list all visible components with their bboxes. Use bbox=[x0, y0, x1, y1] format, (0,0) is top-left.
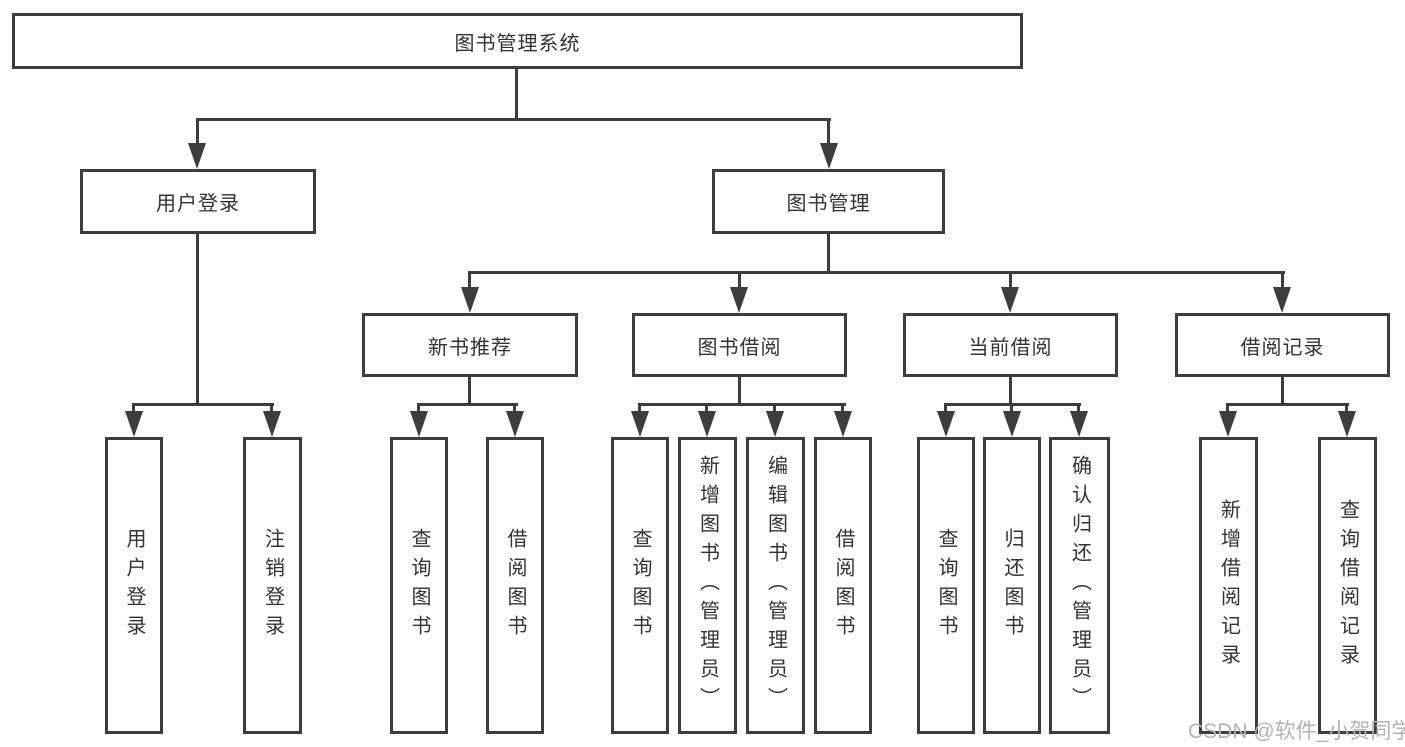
connector-stub-query-books-recommend bbox=[417, 403, 420, 415]
arrowhead-down-borrow-books-borrow bbox=[834, 411, 852, 437]
node-new-book-recommend: 新书推荐 bbox=[362, 313, 578, 377]
connector-stub-query-borrow-record bbox=[1345, 403, 1348, 415]
arrowhead-down-query-borrow-record bbox=[1338, 411, 1356, 437]
connector-book-management-trunk bbox=[827, 234, 830, 274]
leaf-add-books-admin: 新增图书（管理员） bbox=[678, 437, 737, 734]
leaf-confirm-return-admin: 确认归还（管理员） bbox=[1049, 437, 1110, 734]
node-borrow-records: 借阅记录 bbox=[1175, 313, 1390, 377]
node-library-system: 图书管理系统 bbox=[12, 13, 1023, 69]
connector-stub-current-borrow bbox=[1009, 271, 1012, 291]
leaf-edit-books-admin: 编辑图书（管理员） bbox=[746, 437, 805, 734]
connector-stub-leaf-user-login bbox=[132, 403, 135, 415]
leaf-return-books-label: 归还图书 bbox=[1001, 527, 1023, 644]
csdn-watermark: CSDN @软件_小贺同学 bbox=[1188, 720, 1405, 743]
leaf-add-borrow-record: 新增借阅记录 bbox=[1199, 437, 1258, 734]
leaf-user-login-label: 用户登录 bbox=[123, 527, 145, 644]
connector-current-borrow-trunk bbox=[1009, 377, 1012, 406]
leaf-add-borrow-record-label: 新增借阅记录 bbox=[1217, 498, 1240, 673]
arrowhead-down-leaf-user-login bbox=[125, 411, 143, 437]
node-current-borrow-label: 当前借阅 bbox=[968, 336, 1053, 359]
leaf-borrow-books-borrow: 借阅图书 bbox=[814, 437, 872, 734]
leaf-query-books-borrow: 查询图书 bbox=[611, 437, 669, 734]
node-book-management: 图书管理 bbox=[712, 169, 945, 234]
arrowhead-down-user-login bbox=[188, 143, 206, 169]
leaf-confirm-return-admin-label: 确认归还（管理员） bbox=[1068, 455, 1091, 716]
connector-new-book-recommend-distribution bbox=[417, 403, 518, 406]
arrowhead-down-edit-books-admin bbox=[766, 411, 784, 437]
leaf-query-books-current-label: 查询图书 bbox=[935, 527, 957, 644]
node-borrow-records-label: 借阅记录 bbox=[1240, 336, 1325, 359]
arrowhead-down-current-borrow bbox=[1001, 287, 1019, 313]
connector-stub-add-borrow-record bbox=[1226, 403, 1229, 415]
connector-stub-book-borrow bbox=[738, 271, 741, 291]
leaf-query-books-recommend: 查询图书 bbox=[390, 437, 448, 734]
node-book-borrow: 图书借阅 bbox=[632, 313, 847, 377]
arrowhead-down-return-books bbox=[1003, 411, 1021, 437]
leaf-return-books: 归还图书 bbox=[983, 437, 1041, 734]
node-book-management-label: 图书管理 bbox=[786, 193, 871, 215]
leaf-add-books-admin-label: 新增图书（管理员） bbox=[696, 455, 719, 716]
connector-stub-confirm-return bbox=[1077, 403, 1080, 415]
connector-stub-query-books-current bbox=[944, 403, 947, 415]
connector-stub-edit-books-admin bbox=[773, 403, 776, 415]
arrowhead-down-book-management bbox=[820, 143, 838, 169]
connector-stub-borrow-books-recommend bbox=[513, 403, 516, 415]
leaf-query-books-recommend-label: 查询图书 bbox=[408, 527, 430, 644]
leaf-query-borrow-record-label: 查询借阅记录 bbox=[1336, 498, 1359, 673]
arrowhead-down-add-borrow-record bbox=[1219, 411, 1237, 437]
leaf-borrow-books-borrow-label: 借阅图书 bbox=[832, 527, 854, 644]
connector-stub-book-management bbox=[827, 118, 830, 146]
arrowhead-down-confirm-return bbox=[1070, 411, 1088, 437]
leaf-query-books-current: 查询图书 bbox=[917, 437, 975, 734]
node-library-system-label: 图书管理系统 bbox=[454, 32, 581, 55]
leaf-borrow-books-recommend: 借阅图书 bbox=[486, 437, 544, 734]
arrowhead-down-add-books-admin bbox=[698, 411, 716, 437]
connector-stub-add-books-admin bbox=[705, 403, 708, 415]
connector-user-login-trunk bbox=[196, 234, 199, 406]
connector-stub-borrow-records bbox=[1281, 271, 1284, 291]
leaf-query-borrow-record: 查询借阅记录 bbox=[1318, 437, 1377, 734]
connector-stub-user-login bbox=[196, 118, 199, 146]
arrowhead-down-query-books-borrow bbox=[631, 411, 649, 437]
connector-stub-new-book-recommend bbox=[468, 271, 471, 291]
leaf-borrow-books-recommend-label: 借阅图书 bbox=[504, 527, 526, 644]
leaf-logout-login-label: 注销登录 bbox=[261, 527, 284, 644]
connector-book-borrow-distribution bbox=[638, 403, 846, 406]
connector-stub-leaf-logout bbox=[270, 403, 273, 415]
node-new-book-recommend-label: 新书推荐 bbox=[428, 336, 512, 359]
leaf-user-login: 用户登录 bbox=[105, 437, 163, 734]
connector-stub-query-books-borrow bbox=[638, 403, 641, 415]
node-current-borrow: 当前借阅 bbox=[903, 313, 1118, 377]
connector-user-login-distribution bbox=[132, 403, 274, 406]
connector-book-management-distribution bbox=[468, 271, 1285, 274]
node-user-login: 用户登录 bbox=[80, 169, 316, 234]
connector-borrow-records-distribution bbox=[1226, 403, 1349, 406]
arrowhead-down-query-books-recommend bbox=[410, 411, 428, 437]
leaf-logout-login: 注销登录 bbox=[243, 437, 302, 734]
arrowhead-down-leaf-logout bbox=[263, 411, 281, 437]
connector-new-book-recommend-trunk bbox=[468, 377, 471, 406]
node-book-borrow-label: 图书借阅 bbox=[697, 336, 782, 359]
leaf-query-books-borrow-label: 查询图书 bbox=[629, 527, 651, 644]
arrowhead-down-borrow-books-recommend bbox=[506, 411, 524, 437]
connector-root-distribution bbox=[196, 118, 831, 121]
connector-stub-borrow-books-borrow bbox=[841, 403, 844, 415]
node-user-login-label: 用户登录 bbox=[156, 193, 240, 215]
arrowhead-down-query-books-current bbox=[937, 411, 955, 437]
connector-stub-return-books bbox=[1010, 403, 1013, 415]
arrowhead-down-borrow-records bbox=[1273, 287, 1291, 313]
connector-root-trunk bbox=[515, 69, 518, 121]
connector-borrow-records-trunk bbox=[1281, 377, 1284, 406]
leaf-edit-books-admin-label: 编辑图书（管理员） bbox=[764, 455, 787, 716]
arrowhead-down-new-book-recommend bbox=[461, 287, 479, 313]
connector-book-borrow-trunk bbox=[738, 377, 741, 406]
arrowhead-down-book-borrow bbox=[730, 287, 748, 313]
